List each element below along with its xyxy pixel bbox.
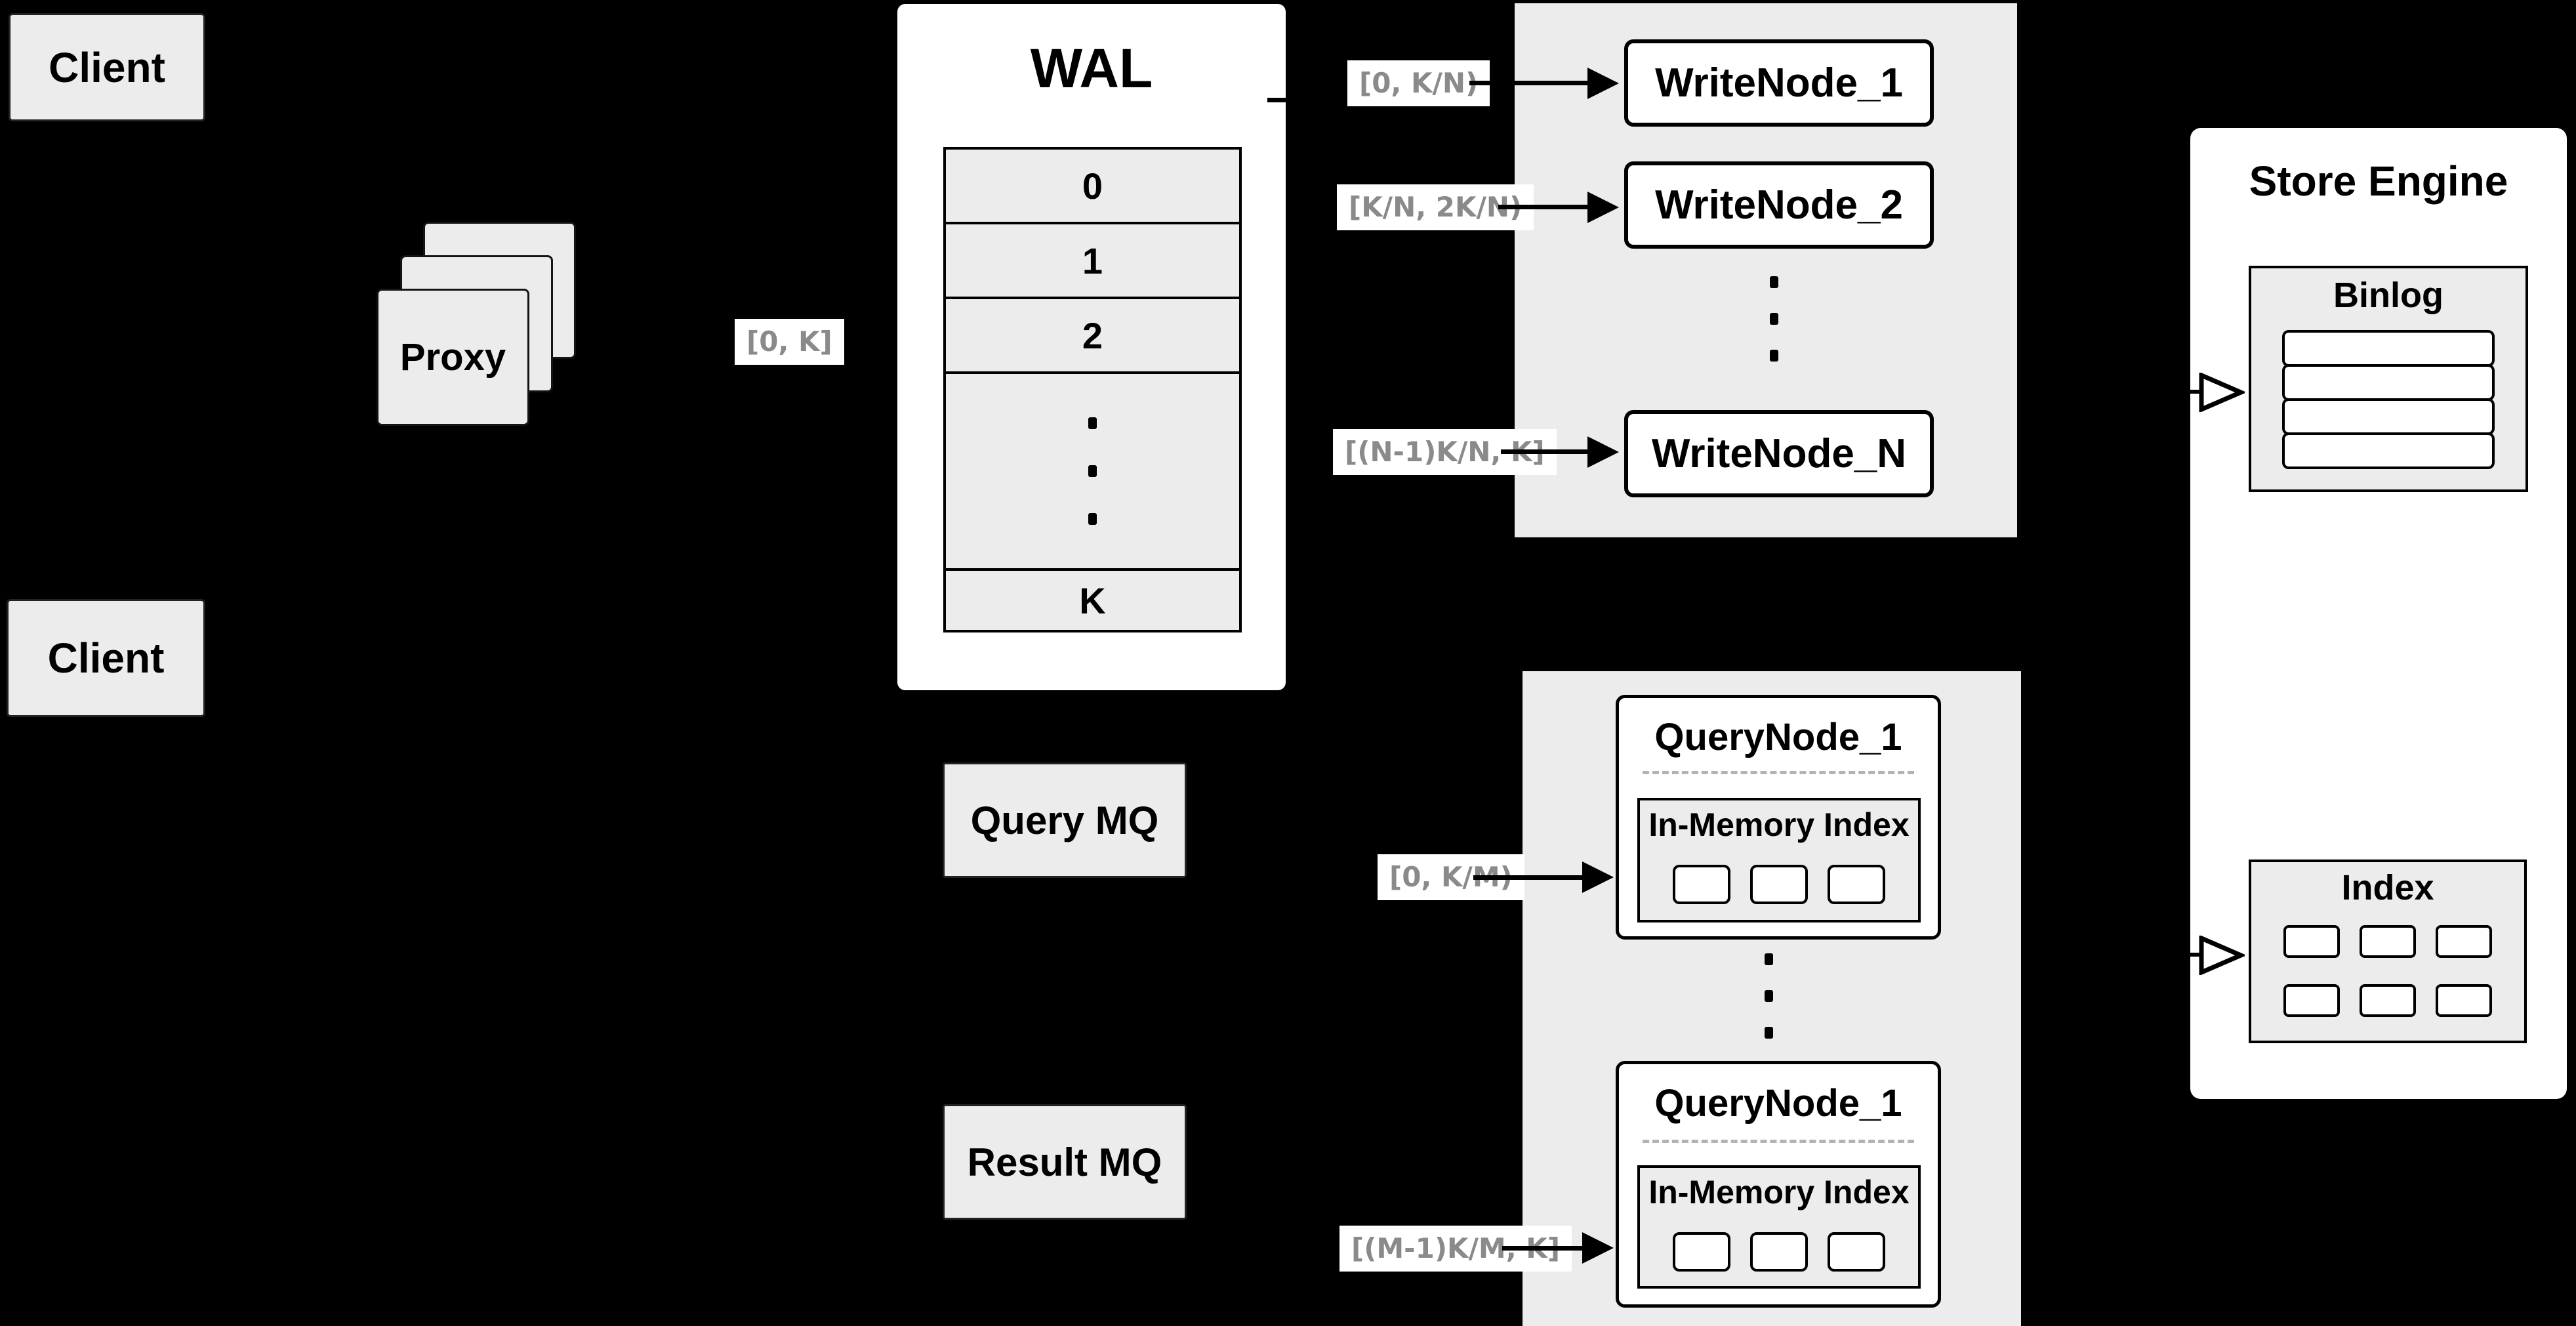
query-node-2-title: QueryNode_1 <box>1654 1082 1902 1125</box>
index-segment-square <box>1750 865 1808 904</box>
arrow-line-writenode-n <box>1501 449 1587 454</box>
query-node-box-1: QueryNode_1 In-Memory Index <box>1616 695 1941 940</box>
index-segment-square <box>1828 1232 1885 1272</box>
arrow-line-querynode-1 <box>1473 875 1582 880</box>
index-square <box>2360 925 2416 958</box>
store-engine-panel: Store Engine Binlog Index <box>2190 128 2567 1099</box>
query-node-1-separator <box>1643 771 1914 774</box>
write-nodes-ellipsis <box>1770 276 1778 362</box>
in-memory-index-2-segments <box>1640 1232 1918 1272</box>
store-engine-title: Store Engine <box>2249 157 2508 205</box>
client-bottom-box: Client <box>7 599 205 717</box>
write-node-2-label: WriteNode_2 <box>1655 182 1903 228</box>
wal-segment-row-1: 1 <box>946 224 1239 299</box>
index-segment-square <box>1673 1232 1730 1272</box>
index-segment-square <box>1673 865 1730 904</box>
binlog-box: Binlog <box>2249 266 2528 492</box>
write-node-1-label: WriteNode_1 <box>1655 60 1903 106</box>
arrow-head-querynode-2 <box>1582 1232 1614 1264</box>
arrow-head-writenode-1 <box>1587 68 1619 99</box>
query-nodes-ellipsis <box>1765 953 1773 1039</box>
wal-segment-row-2: 2 <box>946 299 1239 374</box>
write-range-label-2: [K/N, 2K/N) <box>1337 184 1534 231</box>
client-top-label: Client <box>49 43 165 91</box>
binlog-arrow-line <box>2158 390 2205 394</box>
wal-arrow-stub <box>1267 98 1286 102</box>
query-mq-box: Query MQ <box>943 762 1187 878</box>
wal-title: WAL <box>1030 37 1153 99</box>
ellipsis-dot <box>1770 350 1778 362</box>
proxy-label: Proxy <box>399 336 506 379</box>
query-node-box-2: QueryNode_1 In-Memory Index <box>1616 1061 1941 1308</box>
query-range-label-1: [0, K/M) <box>1378 854 1524 901</box>
index-title: Index <box>2341 868 2434 907</box>
wal-segment-row-k: K <box>1079 579 1106 621</box>
query-mq-label: Query MQ <box>970 798 1159 842</box>
ellipsis-dot <box>1088 417 1097 429</box>
binlog-row <box>2282 398 2495 435</box>
arrow-line-querynode-2 <box>1502 1246 1582 1251</box>
arrow-head-writenode-2 <box>1587 192 1619 223</box>
in-memory-index-2-title: In-Memory Index <box>1648 1174 1910 1211</box>
index-arrow-line <box>2158 953 2205 957</box>
client-top-box: Client <box>9 13 205 121</box>
ellipsis-dot <box>1765 1027 1773 1039</box>
index-square <box>2283 925 2340 958</box>
proxy-range-label: [0, K] <box>735 319 844 365</box>
binlog-row <box>2282 432 2495 469</box>
index-squares-row-2 <box>2251 984 2524 1017</box>
result-mq-label: Result MQ <box>967 1140 1162 1184</box>
in-memory-index-box-2: In-Memory Index <box>1637 1165 1921 1289</box>
result-mq-box: Result MQ <box>943 1104 1187 1220</box>
index-square <box>2436 925 2492 958</box>
query-node-2-separator <box>1643 1140 1914 1143</box>
arrow-line-writenode-1 <box>1469 81 1587 85</box>
ellipsis-dot <box>1765 990 1773 1002</box>
index-square <box>2360 984 2416 1017</box>
index-segment-square <box>1750 1232 1808 1272</box>
query-node-1-title: QueryNode_1 <box>1654 716 1902 758</box>
client-bottom-label: Client <box>47 634 165 682</box>
ellipsis-dot <box>1770 313 1778 325</box>
arrow-head-writenode-n <box>1587 436 1619 468</box>
index-segment-square <box>1828 865 1885 904</box>
wal-segment-row-0: 0 <box>946 150 1239 224</box>
binlog-row <box>2282 330 2495 367</box>
index-square <box>2436 984 2492 1017</box>
in-memory-index-1-title: In-Memory Index <box>1648 806 1910 843</box>
proxy-box-front: Proxy <box>377 289 529 426</box>
write-node-box-2: WriteNode_2 <box>1624 161 1934 249</box>
binlog-row <box>2282 364 2495 401</box>
binlog-rows <box>2251 330 2525 469</box>
index-squares-row-1 <box>2251 925 2524 958</box>
wal-ellipsis <box>946 374 1239 571</box>
binlog-open-arrow-icon <box>2199 373 2245 412</box>
query-range-label-2: [(M-1)K/M, K] <box>1339 1226 1572 1272</box>
ellipsis-dot <box>1088 513 1097 525</box>
index-box: Index <box>2249 860 2527 1043</box>
arrow-head-querynode-1 <box>1582 861 1614 893</box>
wal-segment-table: 0 1 2 K <box>943 147 1242 632</box>
write-range-label-1: [0, K/N) <box>1347 60 1490 107</box>
ellipsis-dot <box>1770 276 1778 288</box>
proxy-stack: Proxy <box>377 222 577 426</box>
index-open-arrow-icon <box>2199 936 2245 975</box>
binlog-title: Binlog <box>2333 276 2443 315</box>
in-memory-index-1-segments <box>1640 865 1918 904</box>
arrow-line-writenode-2 <box>1498 205 1587 209</box>
ellipsis-dot <box>1088 465 1097 477</box>
index-square <box>2283 984 2340 1017</box>
write-node-n-label: WriteNode_N <box>1651 431 1907 476</box>
wal-panel: WAL 0 1 2 K <box>897 4 1286 690</box>
in-memory-index-box-1: In-Memory Index <box>1637 798 1921 922</box>
write-node-box-1: WriteNode_1 <box>1624 39 1934 127</box>
ellipsis-dot <box>1765 953 1773 965</box>
write-node-box-n: WriteNode_N <box>1624 410 1934 497</box>
